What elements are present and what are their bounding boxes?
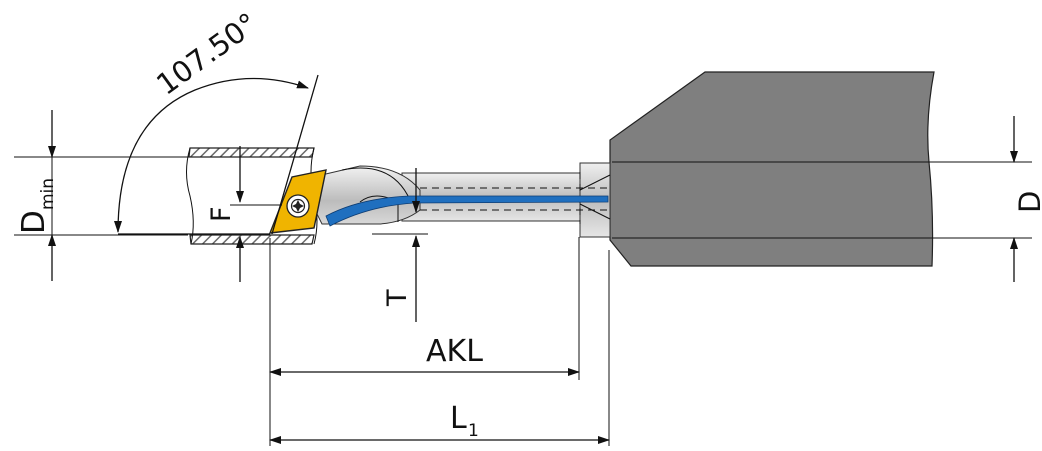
coolant-channel	[325, 195, 609, 227]
t-label: T	[382, 289, 413, 307]
l1-label: L 1	[450, 401, 479, 441]
shank-body	[609, 71, 935, 267]
svg-text:L: L	[450, 401, 467, 436]
akl-label: AKL	[426, 334, 483, 369]
svg-text:min: min	[38, 178, 58, 210]
f-label: F	[206, 206, 237, 222]
torx-screw-icon	[286, 194, 310, 218]
svg-text:1: 1	[468, 421, 479, 441]
svg-text:D: D	[16, 210, 52, 234]
d-label: D	[1013, 191, 1042, 213]
workpiece-wall-bottom	[189, 234, 315, 245]
d-min-label: D min	[16, 178, 58, 234]
angle-label: 107.50°	[150, 6, 264, 102]
